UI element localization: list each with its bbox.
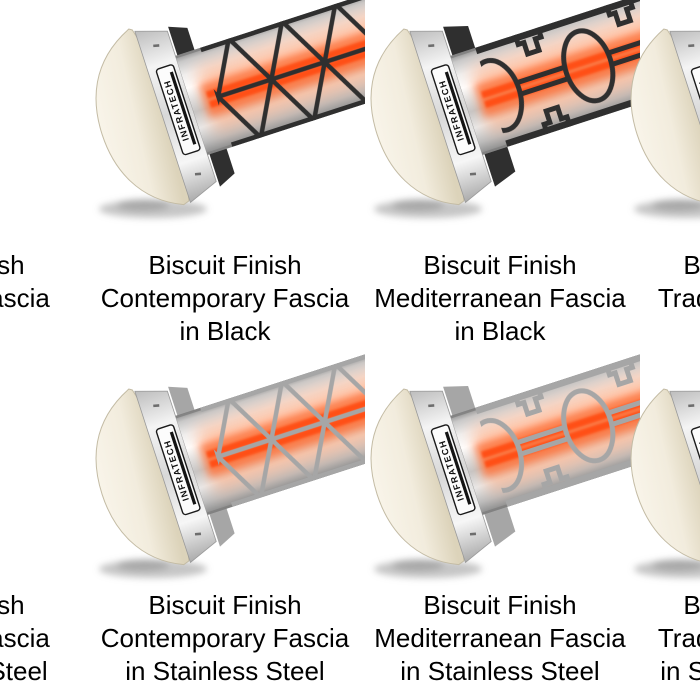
product-photo[interactable]: INFRATECH (620, 0, 700, 230)
caption-line: Craftsman Fascia (0, 623, 50, 653)
product-card[interactable]: INFRATECH Biscuit Finish Craftsman Fasci… (0, 350, 88, 700)
caption-line: in Black (0, 315, 88, 348)
brand-plate (430, 64, 476, 156)
caption-line: Craftsman Fascia (0, 283, 50, 313)
caption-line: Biscuit Finish (683, 590, 700, 620)
caption-line: in Black (179, 316, 271, 346)
product-caption: Biscuit Finish Traditional Fascia in Bla… (620, 249, 700, 348)
heater-image: INFRATECH (95, 350, 365, 578)
caption-line: in Stainless Steel (660, 656, 700, 686)
heater-shadow (634, 199, 700, 218)
product-caption: Biscuit Finish Craftsman Fascia in Black (0, 249, 88, 348)
band-screw (428, 44, 435, 48)
product-photo[interactable]: INFRATECH (360, 0, 640, 230)
band-screw (469, 532, 477, 536)
caption-line: Biscuit Finish (148, 250, 302, 280)
product-photo[interactable]: INFRATECH (85, 350, 365, 590)
caption-line: Traditional Fascia (657, 623, 700, 653)
fascia-grill (200, 0, 365, 147)
caption-line: Biscuit Finish (423, 250, 577, 280)
fascia-grill (200, 350, 365, 507)
heater-image: INFRATECH (95, 0, 365, 218)
heater-image: INFRATECH (0, 350, 88, 590)
caption-line: in Stainless Steel (0, 656, 48, 686)
heater-shadow (634, 559, 700, 578)
brand-plate (690, 424, 700, 516)
caption-line: Biscuit Finish (0, 250, 25, 280)
heater-image: INFRATECH (630, 388, 700, 578)
caption-line: Mediterranean Fascia (374, 283, 626, 313)
band-screw (153, 404, 160, 408)
product-caption: Biscuit Finish Mediterranean Fascia in B… (360, 249, 640, 348)
brand-plate (155, 424, 201, 516)
brand-plate (155, 64, 201, 156)
product-card[interactable]: INFRATECH Biscuit Finish Traditional Fas… (620, 0, 700, 350)
product-card[interactable]: INFRATECH Biscuit Finish Craftsman Fasci… (0, 0, 88, 350)
caption-line: in Stainless Steel (125, 656, 325, 686)
product-photo[interactable]: INFRATECH (0, 350, 88, 590)
product-caption: Biscuit Finish Contemporary Fascia in St… (85, 589, 365, 688)
product-caption: Biscuit Finish Traditional Fascia in Sta… (620, 589, 700, 688)
product-card[interactable]: INFRATECH Biscuit Finish Mediterranean F… (360, 350, 640, 700)
product-card[interactable]: INFRATECH Biscuit Finish Contemporary Fa… (85, 0, 365, 350)
product-caption: Biscuit Finish Contemporary Fascia in Bl… (85, 249, 365, 348)
heater-image: INFRATECH (370, 0, 640, 218)
caption-line: Biscuit Finish (683, 250, 700, 280)
product-card[interactable]: INFRATECH Biscuit Finish Contemporary Fa… (85, 350, 365, 700)
product-caption: Biscuit Finish Mediterranean Fascia in S… (360, 589, 640, 688)
band-screw (469, 172, 477, 176)
product-photo[interactable]: INFRATECH (620, 350, 700, 590)
caption-line: Biscuit Finish (148, 590, 302, 620)
band-screw (428, 404, 435, 408)
band-screw (153, 44, 160, 48)
heater-image: INFRATECH (0, 0, 88, 230)
caption-line: Mediterranean Fascia (374, 623, 626, 653)
caption-line: in Black (620, 315, 700, 348)
band-screw (194, 172, 202, 176)
caption-line: Biscuit Finish (0, 590, 25, 620)
band-screw (194, 532, 202, 536)
caption-line: in Black (454, 316, 546, 346)
brand-plate (430, 424, 476, 516)
product-photo[interactable]: INFRATECH (85, 0, 365, 230)
caption-line: Contemporary Fascia (100, 283, 350, 313)
product-caption: Biscuit Finish Craftsman Fascia in Stain… (0, 589, 88, 688)
band-screw (688, 44, 695, 48)
caption-line: in Stainless Steel (400, 656, 600, 686)
caption-line: Traditional Fascia (657, 283, 700, 313)
heater-image: INFRATECH (370, 350, 640, 578)
product-photo[interactable]: INFRATECH (0, 0, 88, 230)
caption-line: Biscuit Finish (423, 590, 577, 620)
brand-plate (690, 64, 700, 156)
end-cap-band (669, 30, 700, 204)
heater-image: INFRATECH (630, 28, 700, 218)
fascia-grill (475, 0, 640, 147)
caption-line: Contemporary Fascia (100, 623, 350, 653)
band-screw (688, 404, 695, 408)
product-photo[interactable]: INFRATECH (360, 350, 640, 590)
product-card[interactable]: INFRATECH Biscuit Finish Traditional Fas… (620, 350, 700, 700)
product-card[interactable]: INFRATECH Biscuit Finish Mediterranean F… (360, 0, 640, 350)
fascia-grill (475, 350, 640, 507)
end-cap-band (669, 390, 700, 564)
